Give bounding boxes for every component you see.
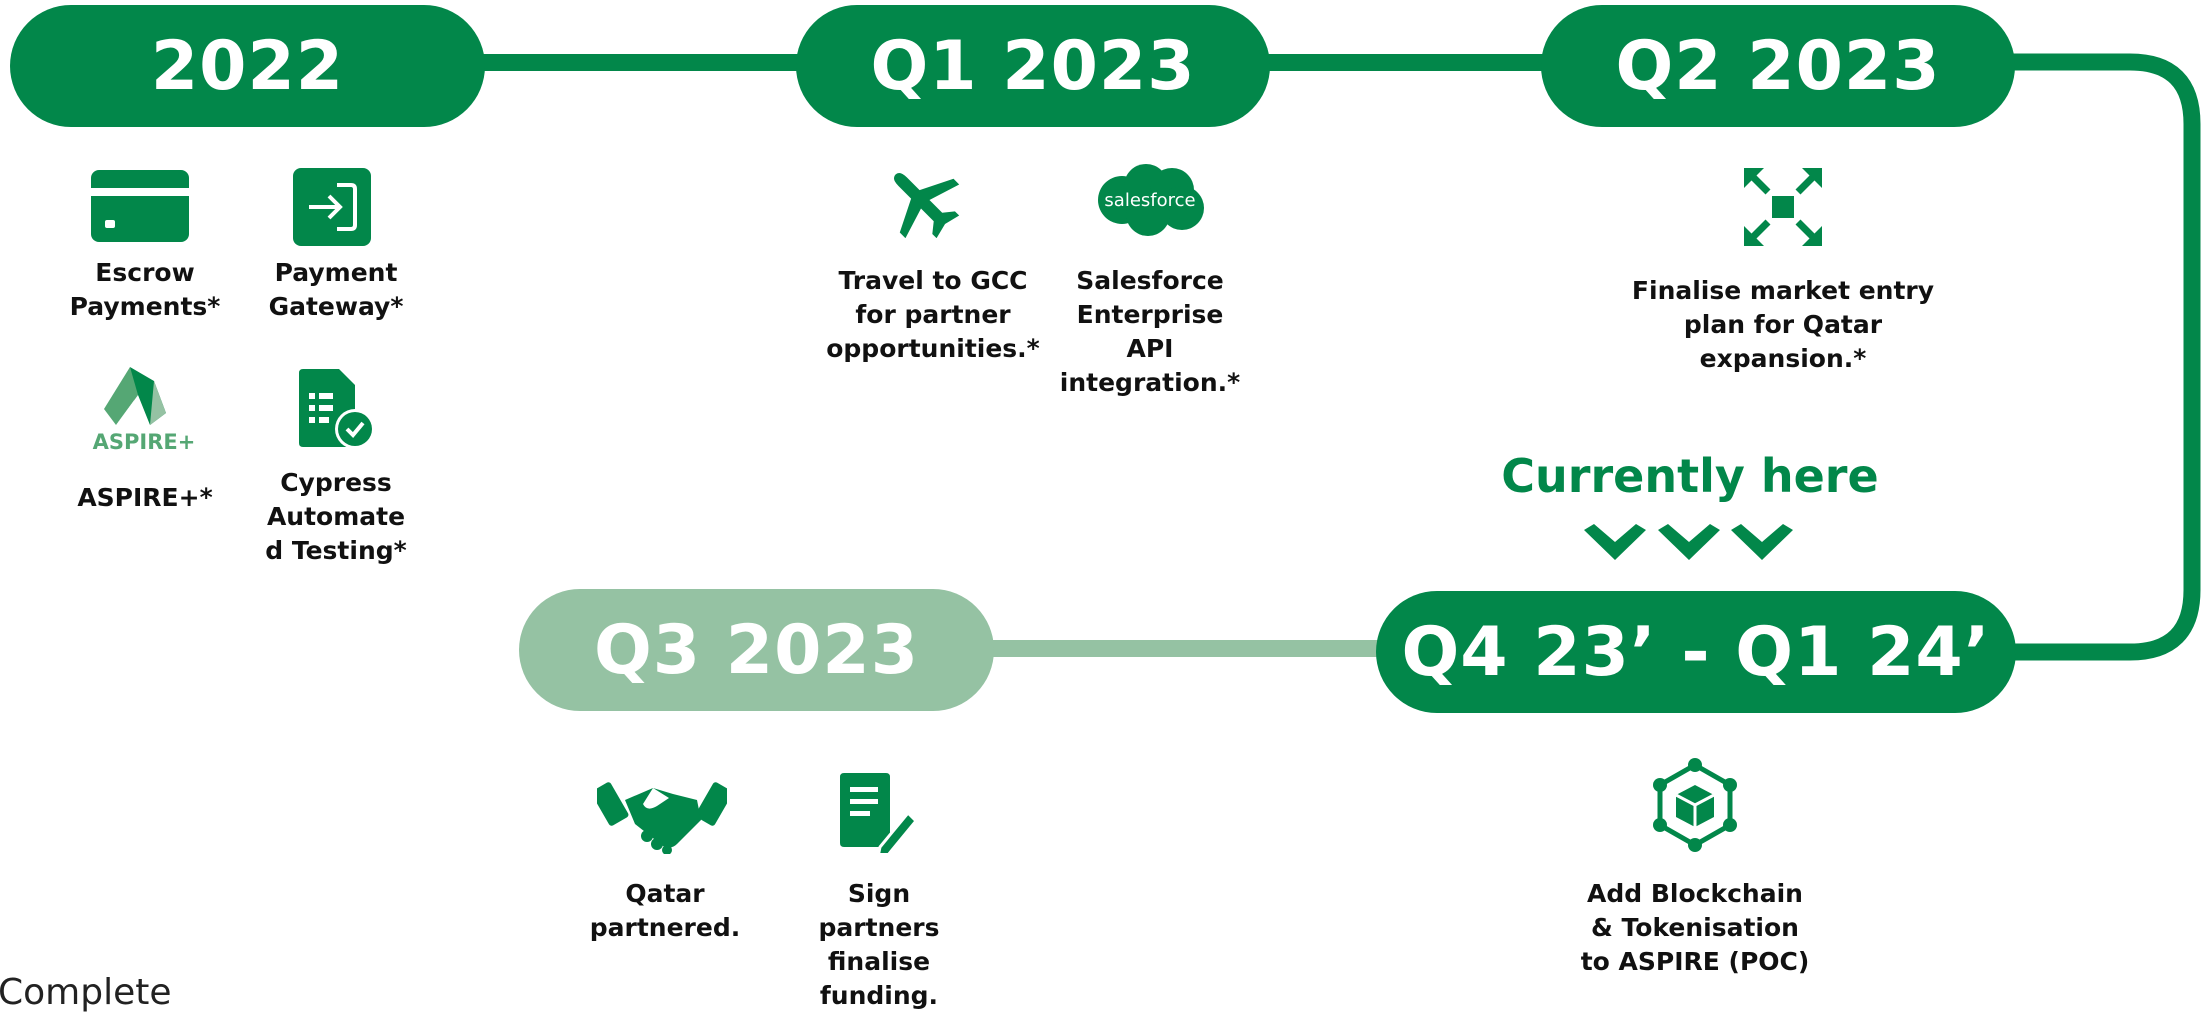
milestone-2022: 2022 bbox=[10, 5, 485, 127]
item-label-market-entry: Finalise market entry plan for Qatar exp… bbox=[1598, 274, 1968, 376]
item-label-payment-gateway: Payment Gateway* bbox=[231, 256, 441, 324]
label-line: Salesforce bbox=[1076, 266, 1224, 295]
label-line: Finalise market entry bbox=[1631, 276, 1935, 305]
salesforce-logo: salesforce bbox=[1098, 164, 1204, 236]
label-line: plan for Qatar bbox=[1683, 310, 1883, 339]
item-label-escrow: Escrow Payments* bbox=[40, 256, 250, 324]
aspire-logo-text: ASPIRE+ bbox=[93, 430, 196, 453]
connector-q3-q4 bbox=[985, 640, 1385, 657]
milestone-label: Q4 23’ - Q1 24’ bbox=[1401, 612, 1991, 692]
label-line: Travel to GCC bbox=[838, 266, 1028, 295]
document-check-icon bbox=[299, 369, 375, 449]
blockchain-icon bbox=[1653, 758, 1737, 852]
milestone-label: Q1 2023 bbox=[870, 26, 1196, 106]
milestone-label: 2022 bbox=[150, 26, 345, 106]
handshake-icon bbox=[597, 782, 727, 854]
label-line: Cypress bbox=[280, 468, 392, 497]
label-line: for partner bbox=[855, 300, 1011, 329]
label-line: partnered. bbox=[589, 913, 741, 942]
chevron-down-icon bbox=[1731, 524, 1793, 560]
milestone-label: Q3 2023 bbox=[593, 610, 920, 690]
label-line: to ASPIRE (POC) bbox=[1580, 947, 1810, 976]
label-line: expansion.* bbox=[1699, 344, 1867, 373]
milestone-q4-23-q1-24: Q4 23’ - Q1 24’ bbox=[1376, 591, 2016, 713]
login-icon bbox=[293, 168, 371, 246]
item-label-cypress: Cypress Automate d Testing* bbox=[231, 466, 441, 568]
label-line: partners bbox=[818, 913, 940, 942]
milestone-q3-2023: Q3 2023 bbox=[519, 589, 994, 711]
chevron-down-icon bbox=[1658, 524, 1720, 560]
salesforce-logo-text: salesforce bbox=[1104, 190, 1195, 211]
label-line: Payment bbox=[274, 258, 398, 287]
label-line: funding. bbox=[819, 981, 939, 1010]
label-line: Sign bbox=[847, 879, 911, 908]
label-line: & Tokenisation bbox=[1591, 913, 1799, 942]
connector-2022-q1 bbox=[480, 54, 806, 71]
label-line: Add Blockchain bbox=[1587, 879, 1803, 908]
airplane-icon bbox=[893, 172, 960, 238]
label-line: API bbox=[1126, 334, 1174, 363]
label-line: d Testing* bbox=[265, 536, 407, 565]
item-label-travel-gcc: Travel to GCC for partner opportunities.… bbox=[818, 264, 1048, 366]
label-line: Automate bbox=[266, 502, 406, 531]
chevron-down-icon bbox=[1584, 524, 1646, 560]
current-marker-text: Currently here bbox=[1501, 449, 1879, 503]
item-label-salesforce: Salesforce Enterprise API integration.* bbox=[1045, 264, 1255, 400]
item-label-aspire: ASPIRE+* bbox=[40, 481, 250, 515]
label-line: integration.* bbox=[1059, 368, 1241, 397]
label-line: opportunities.* bbox=[826, 334, 1040, 363]
label-line: Gateway* bbox=[268, 292, 404, 321]
card-icon bbox=[91, 170, 189, 242]
milestone-q2-2023: Q2 2023 bbox=[1541, 5, 2015, 127]
document-sign-icon bbox=[840, 773, 918, 853]
label-line: Qatar bbox=[625, 879, 705, 908]
label-line: finalise bbox=[827, 947, 931, 976]
milestone-label: Q2 2023 bbox=[1615, 26, 1941, 106]
label-line: Payments* bbox=[69, 292, 221, 321]
label-line: Enterprise bbox=[1076, 300, 1224, 329]
aspire-logo: ASPIRE+ bbox=[93, 367, 196, 453]
milestone-q1-2023: Q1 2023 bbox=[796, 5, 1270, 127]
label-line: Escrow bbox=[95, 258, 195, 287]
item-label-sign-partners: Sign partners finalise funding. bbox=[774, 877, 984, 1013]
footer-status-text: Complete bbox=[0, 972, 172, 1013]
connector-q1-q2 bbox=[1260, 54, 1550, 71]
item-label-qatar-partnered: Qatar partnered. bbox=[560, 877, 770, 945]
item-label-blockchain: Add Blockchain & Tokenisation to ASPIRE … bbox=[1530, 877, 1860, 979]
expand-arrows-icon bbox=[1744, 168, 1822, 246]
label-line: ASPIRE+* bbox=[77, 483, 213, 512]
